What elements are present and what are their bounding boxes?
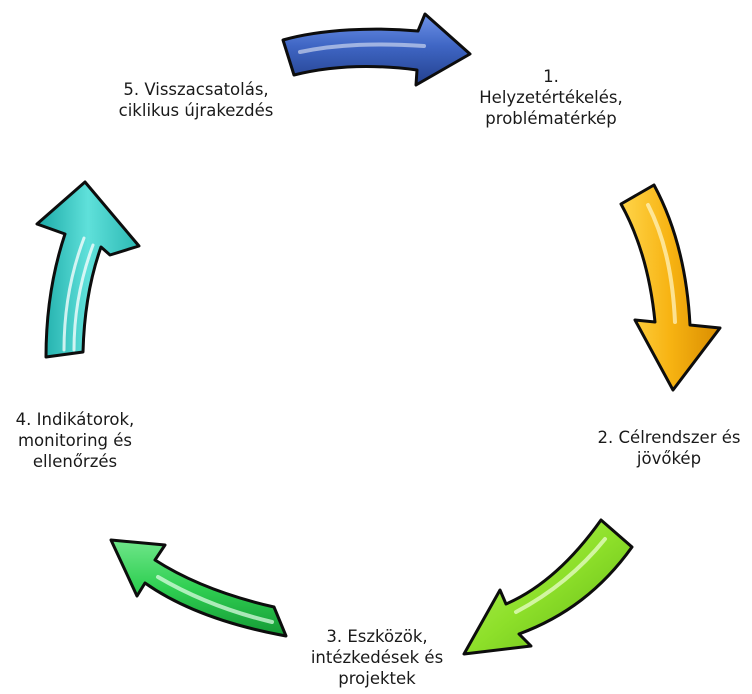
step-2-line-2: jövőkép	[636, 449, 702, 468]
step-5-label: 5. Visszacsatolás, ciklikus újrakezdés	[96, 79, 296, 121]
step-4-line-3: ellenőrzés	[32, 452, 118, 471]
arrow-step-5-to-1	[281, 12, 472, 87]
step-5-line-2: ciklikus újrakezdés	[118, 101, 274, 120]
step-3-line-1: 3. Eszközök,	[326, 627, 428, 646]
step-3-line-3: projektek	[338, 669, 416, 688]
step-4-line-1: 4. Indikátorok,	[15, 410, 135, 429]
step-4-label: 4. Indikátorok, monitoring és ellenőrzés	[0, 409, 150, 472]
step-1-label: 1. Helyzetértékelés, problématérkép	[466, 66, 636, 129]
step-2-label: 2. Célrendszer és jövőkép	[586, 427, 752, 469]
step-3-label: 3. Eszközök, intézkedések és projektek	[282, 626, 472, 689]
arrow-step-4-to-5	[35, 180, 141, 359]
step-4-line-2: monitoring és	[17, 431, 133, 450]
step-1-line-2: Helyzetértékelés,	[479, 88, 623, 107]
step-1-line-3: problématérkép	[485, 109, 617, 128]
arrow-step-1-to-2	[619, 183, 722, 392]
arrow-step-3-to-4	[109, 538, 288, 638]
step-3-line-2: intézkedések és	[310, 648, 444, 667]
step-5-line-1: 5. Visszacsatolás,	[123, 80, 269, 99]
step-1-line-1: 1.	[543, 67, 559, 86]
arrow-step-2-to-3	[462, 518, 634, 656]
step-2-line-1: 2. Célrendszer és	[597, 428, 741, 447]
